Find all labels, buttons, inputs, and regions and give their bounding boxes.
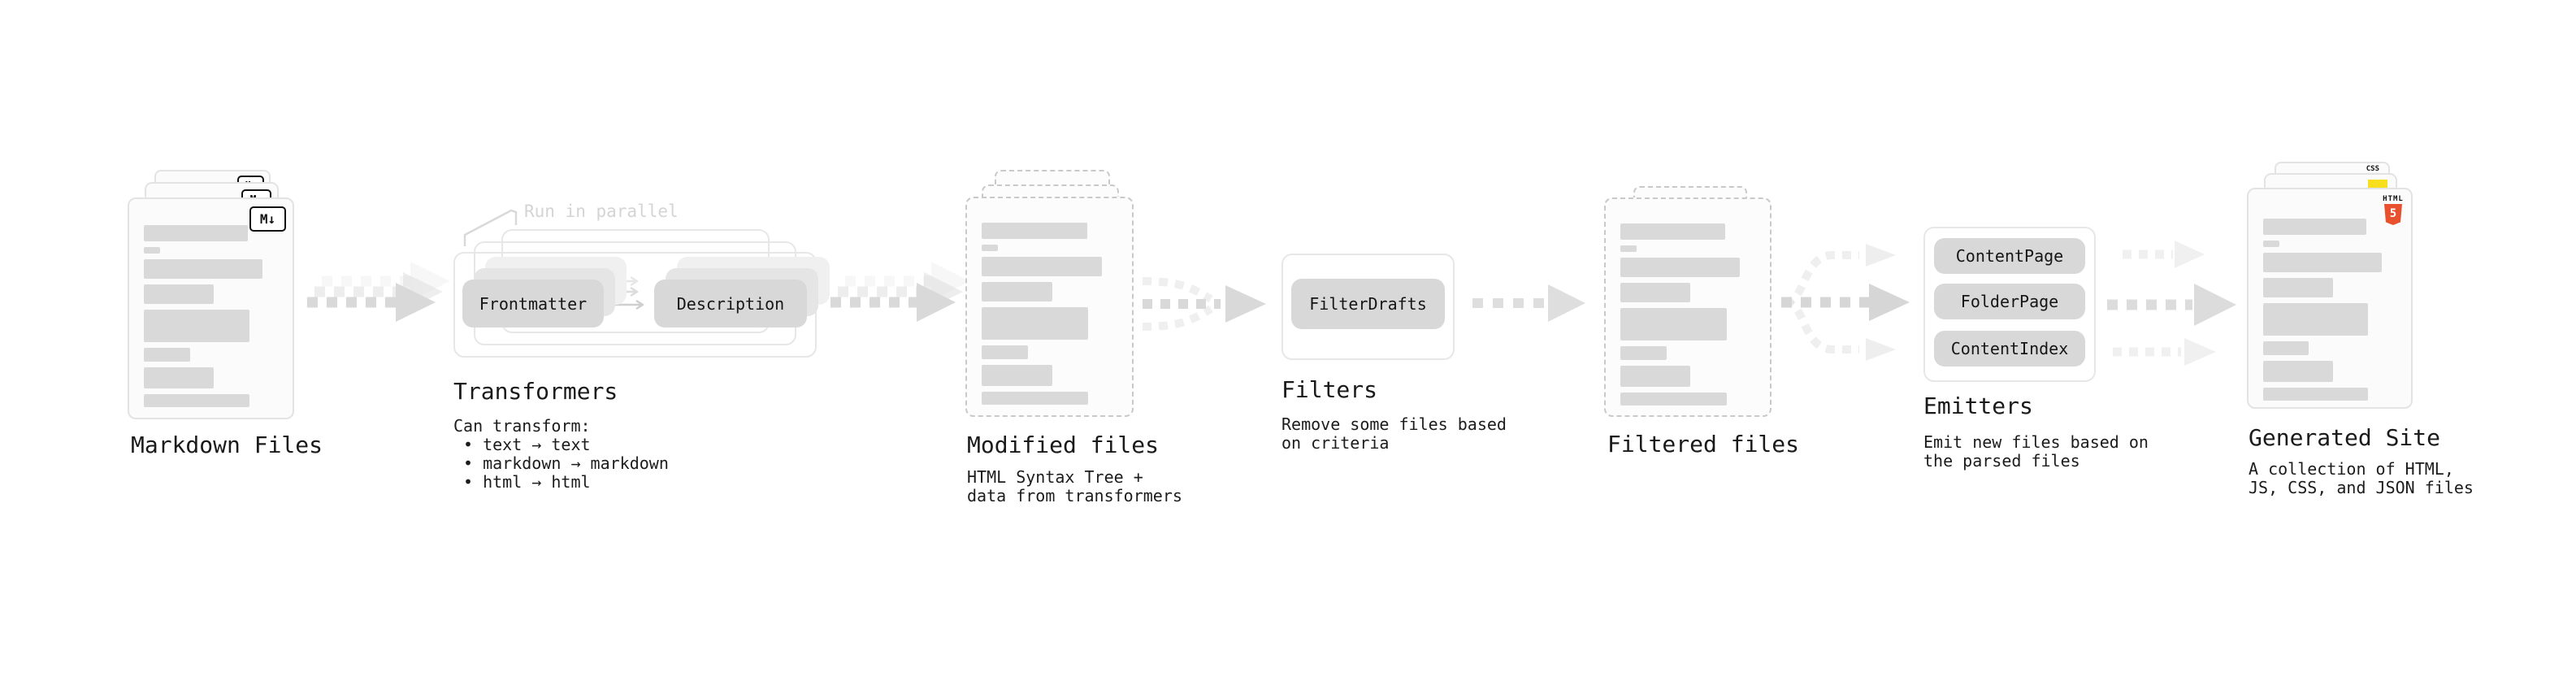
stage-markdown-files: M↓ M↓ M↓ Markdown Files [128,170,323,479]
text-line-bar [144,394,249,407]
bullet-line: • html → html [463,472,591,492]
stage-title-markdown-files: Markdown Files [131,432,323,458]
text-line-bar [1620,283,1691,302]
stage-transformers: Run in parallel Frontmatter Description … [453,202,830,543]
text-line-bar [982,345,1029,359]
text-line-bar [2263,278,2333,297]
stage-title-emitters: Emitters [1923,393,2033,419]
text-line-bar [144,348,190,362]
text-line-bar [1620,308,1727,340]
text-line-bar [982,392,1089,405]
text-line-bar [1620,346,1667,360]
text-line-bar [2263,361,2333,382]
text-line-bar [982,223,1087,239]
arrow-markdown-to-transformers [307,262,450,322]
contentindex-pill: ContentIndex [1934,331,2085,367]
stage-description-transformers: Can transform: • text → text • markdown … [453,417,669,492]
description-line: Remove some files based [1281,414,1507,434]
stage-title-modified-files: Modified files [967,432,1160,458]
text-line-bar [2263,303,2369,336]
description-line: A collection of HTML, [2249,459,2454,479]
text-line-bar [2263,241,2280,247]
stage-filters: FilterDrafts Filters Remove some files b… [1281,254,1507,481]
html5-icon-shield: 5 [2384,204,2402,225]
text-line-bar [1620,258,1741,277]
description-line: data from transformers [967,486,1182,505]
description-line: on criteria [1281,433,1390,453]
text-line-bar [144,225,249,241]
description-line: Emit new files based on [1923,432,2149,452]
stage-title-filters: Filters [1281,376,1378,403]
bullet-line: • markdown → markdown [463,453,669,473]
html5-icon-label: HTML [2383,195,2404,203]
text-line-bar [2263,253,2382,272]
text-line-bar [144,310,249,342]
arrow-transformers-to-modified [830,262,970,322]
html5-icon: HTML 5 [2383,195,2404,225]
text-line-bar [144,259,263,279]
stage-description-filters: Remove some files based on criteria [1281,415,1507,453]
stage-description-modified-files: HTML Syntax Tree + data from transformer… [967,468,1182,505]
text-line-bar [982,307,1089,340]
filtered-file-card-front [1604,197,1772,417]
description-line: HTML Syntax Tree + [967,467,1143,487]
frontmatter-pill: Frontmatter [462,280,604,327]
run-in-parallel-annotation: Run in parallel [524,202,679,221]
text-line-bar [2263,341,2309,355]
text-line-bar [144,284,214,304]
text-line-bar [144,247,161,254]
arrow-filters-to-filtered [1472,284,1585,322]
contentpage-pill: ContentPage [1934,238,2085,274]
html-file-card: HTML 5 [2247,188,2413,409]
text-line-bar [982,365,1052,386]
html5-icon-number: 5 [2389,207,2397,220]
markdown-icon: M↓ [249,206,286,232]
stage-modified-files: Modified files HTML Syntax Tree + data f… [965,170,1182,511]
text-line-bar [982,245,999,251]
text-line-bar [1620,245,1637,252]
stage-description-emitters: Emit new files based on the parsed files [1923,433,2149,471]
description-pill: Description [654,280,807,327]
stage-title-transformers: Transformers [453,378,618,405]
text-line-bar [144,367,214,388]
arrow-emitters-to-generated [2107,241,2236,366]
stage-description-generated-site: A collection of HTML, JS, CSS, and JSON … [2249,460,2474,497]
description-line: Can transform: [453,416,591,436]
bullet-line: • text → text [463,435,591,454]
text-line-bar [1620,223,1725,240]
file-text-placeholder-bars [1606,199,1770,411]
text-line-bar [982,282,1052,301]
stage-filtered-files: Filtered files [1604,186,1799,479]
modified-file-card-front [965,197,1134,417]
file-text-placeholder-bars [129,199,293,413]
text-line-bar [2263,219,2367,235]
file-text-placeholder-bars [967,198,1132,410]
stage-title-generated-site: Generated Site [2249,424,2441,451]
description-line: JS, CSS, and JSON files [2249,478,2474,497]
stage-emitters: ContentPage FolderPage ContentIndex Emit… [1923,227,2149,487]
text-line-bar [2263,388,2369,401]
description-line: the parsed files [1923,451,2080,471]
arrow-modified-to-filters-converge [1142,277,1266,331]
run-in-parallel-leader-line [463,209,518,246]
markdown-file-card-front: M↓ [128,197,294,419]
arrow-filtered-to-emitters-diverge [1781,244,1910,361]
folderpage-pill: FolderPage [1934,284,2085,319]
text-line-bar [982,257,1102,276]
stage-generated-site: CSS HTML 5 Generated Site A collection o… [2247,162,2474,519]
filterdrafts-pill: FilterDrafts [1291,279,1445,329]
text-line-bar [1620,366,1691,387]
file-text-placeholder-bars [2249,189,2411,406]
text-line-bar [1620,393,1727,406]
stage-title-filtered-files: Filtered files [1607,431,1800,458]
